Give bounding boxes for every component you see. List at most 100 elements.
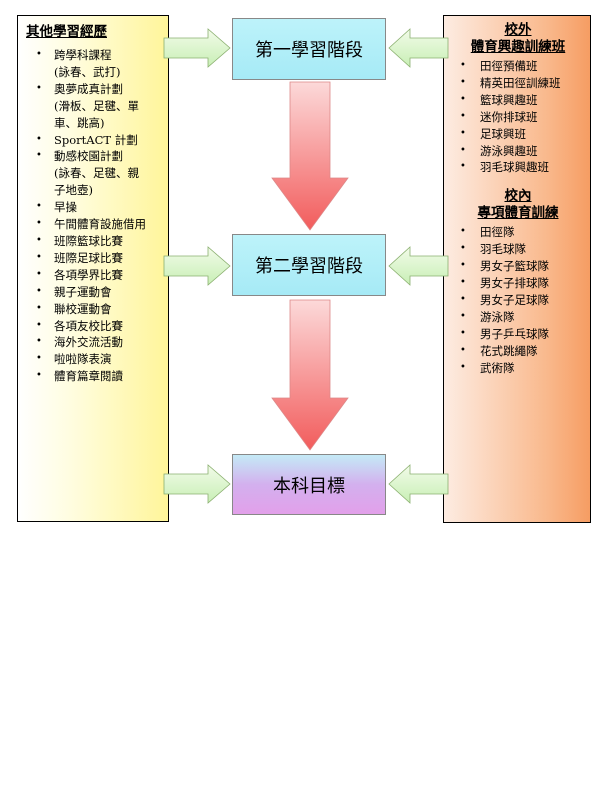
bullet-icon: • [460, 76, 466, 88]
bullet-icon: • [460, 93, 466, 105]
list-item-text: 男女子排球隊 [480, 276, 549, 291]
other-learning-experiences-panel: 其他學習經歷 •跨學科課程(詠春、武打)•奧夢成真計劃(滑板、足毽、單車、跳高)… [17, 15, 169, 522]
bullet-icon: • [36, 370, 42, 382]
left-pointing-arrow-1 [388, 28, 449, 68]
list-item: •迷你排球班 [452, 109, 584, 126]
list-item-text: 武術隊 [480, 360, 515, 375]
bullet-icon: • [36, 133, 42, 145]
bullet-icon: • [460, 327, 466, 339]
list-item-text: 田徑預備班 [480, 59, 538, 73]
left-panel-list: •跨學科課程(詠春、武打)•奧夢成真計劃(滑板、足毽、單車、跳高)•SportA… [26, 47, 162, 385]
list-item: • 體育篇章閱讀 [26, 368, 162, 385]
list-item: • 海外交流活動 [26, 334, 162, 351]
subject-goal-box: 本科目標 [232, 454, 386, 515]
list-item: • 跨學科課程 [26, 47, 162, 64]
list-item: • 啦啦隊表演 [26, 351, 162, 368]
list-item: • 羽毛球隊 [452, 241, 584, 258]
list-item: •羽毛球興趣班 [452, 159, 584, 176]
bullet-icon: • [36, 234, 42, 246]
list-item: • 武術隊 [452, 360, 584, 377]
list-item-text: 各項友校比賽 [54, 318, 123, 333]
list-item: • 奧夢成真計劃 [26, 81, 162, 98]
right-section1-title-line2: 體育興趣訓練班 [470, 39, 566, 55]
down-arrow-1 [271, 81, 349, 231]
right-section1-list: •田徑預備班•精英田徑訓練班•籃球興趣班•迷你排球班•足球興班•游泳興趣班•羽毛… [452, 58, 584, 176]
list-item-text: 田徑隊 [480, 225, 515, 240]
right-section2-title-line1: 校內 [504, 188, 532, 205]
bullet-icon: • [36, 268, 42, 280]
list-item: •午間體育設施借用 [26, 216, 162, 233]
bullet-icon: • [460, 260, 466, 272]
bullet-icon: • [460, 344, 466, 356]
right-section2-title-line2: 專項體育訓練 [477, 205, 559, 222]
list-item-text: 早操 [54, 200, 77, 215]
list-item: •男女子籃球隊 [452, 258, 584, 275]
list-item-text: 體育篇章閱讀 [54, 369, 123, 384]
list-item: • 親子運動會 [26, 284, 162, 301]
bullet-icon: • [36, 82, 42, 94]
right-pointing-arrow-1 [163, 28, 231, 68]
bullet-icon: • [36, 251, 42, 263]
bullet-icon: • [36, 150, 42, 162]
bullet-icon: • [36, 319, 42, 331]
list-item: • 班際足球比賽 [26, 250, 162, 267]
list-item-continuation: (詠春、武打) [54, 64, 121, 79]
bullet-icon: • [460, 293, 466, 305]
bullet-icon: • [460, 361, 466, 373]
list-item: • SportACT 計劃 [26, 132, 162, 149]
list-item-text: 游泳興趣班 [480, 143, 538, 158]
list-item-continuation: 子地壺) [54, 183, 93, 198]
list-item: •精英田徑訓練班 [452, 75, 584, 92]
list-item-continuation: (滑板、足毽、單 [54, 98, 139, 113]
list-item: • 各項友校比賽 [26, 318, 162, 335]
list-item-text: 男子乒乓球隊 [480, 326, 549, 341]
list-item-text: 羽毛球隊 [480, 242, 526, 257]
list-item-text: 游泳隊 [480, 309, 515, 324]
list-item: • 班際籃球比賽 [26, 233, 162, 250]
list-item: • 游泳興趣班 [452, 143, 584, 160]
list-item-text: 啦啦隊表演 [54, 352, 112, 367]
left-panel-title: 其他學習經歷 [26, 24, 107, 40]
right-section1-title-line1: 校外 [504, 22, 532, 38]
stage-1-box: 第一學習階段 [232, 18, 386, 80]
list-item: • 男女子足球隊 [452, 292, 584, 309]
list-item-text: 跨學科課程 [54, 48, 112, 62]
list-item-text: 午間體育設施借用 [54, 217, 146, 232]
list-item: • 籃球興趣班 [452, 92, 584, 109]
bullet-icon: • [36, 49, 42, 60]
bullet-icon: • [36, 201, 42, 213]
list-item-text: 足球興班 [480, 126, 526, 141]
left-pointing-arrow-3 [388, 464, 449, 504]
right-pointing-arrow-3 [163, 464, 231, 504]
list-item: • 男子乒乓球隊 [452, 326, 584, 343]
list-item-text: 海外交流活動 [54, 335, 123, 350]
stage-2-box: 第二學習階段 [232, 234, 386, 296]
bullet-icon: • [460, 277, 466, 289]
list-item-text: 動感校園計劃 [54, 149, 123, 164]
sports-training-panel: 校外 體育興趣訓練班 •田徑預備班•精英田徑訓練班•籃球興趣班•迷你排球班•足球… [443, 15, 591, 523]
list-item-text: 男女子足球隊 [480, 292, 549, 307]
list-item-text: 各項學界比賽 [54, 267, 123, 282]
list-item-text: 親子運動會 [54, 284, 112, 299]
list-item: • 動感校園計劃 [26, 148, 162, 165]
right-section1-title: 校外 體育興趣訓練班 [452, 22, 584, 56]
bullet-icon: • [36, 336, 42, 348]
list-item: • 田徑隊 [452, 224, 584, 241]
bullet-icon: • [460, 243, 466, 255]
bullet-icon: • [36, 353, 42, 365]
list-item-text: 班際足球比賽 [54, 250, 123, 265]
list-item-text: 班際籃球比賽 [54, 233, 123, 248]
list-item: • 各項學界比賽 [26, 267, 162, 284]
list-item-text: 奧夢成真計劃 [54, 81, 123, 96]
right-section2-list: •田徑隊•羽毛球隊•男女子籃球隊•男女子排球隊•男女子足球隊•游泳隊•男子乒乓球… [452, 224, 584, 376]
list-item-text: 籃球興趣班 [480, 92, 538, 107]
list-item-text: 花式跳繩隊 [480, 343, 538, 358]
bullet-icon: • [460, 144, 466, 156]
bullet-icon: • [36, 302, 42, 314]
bullet-icon: • [460, 226, 466, 238]
list-item-text: SportACT 計劃 [54, 132, 138, 147]
down-arrow-2 [271, 299, 349, 451]
bullet-icon: • [36, 285, 42, 297]
list-item: •田徑預備班 [452, 58, 584, 75]
list-item: •聯校運動會 [26, 301, 162, 318]
